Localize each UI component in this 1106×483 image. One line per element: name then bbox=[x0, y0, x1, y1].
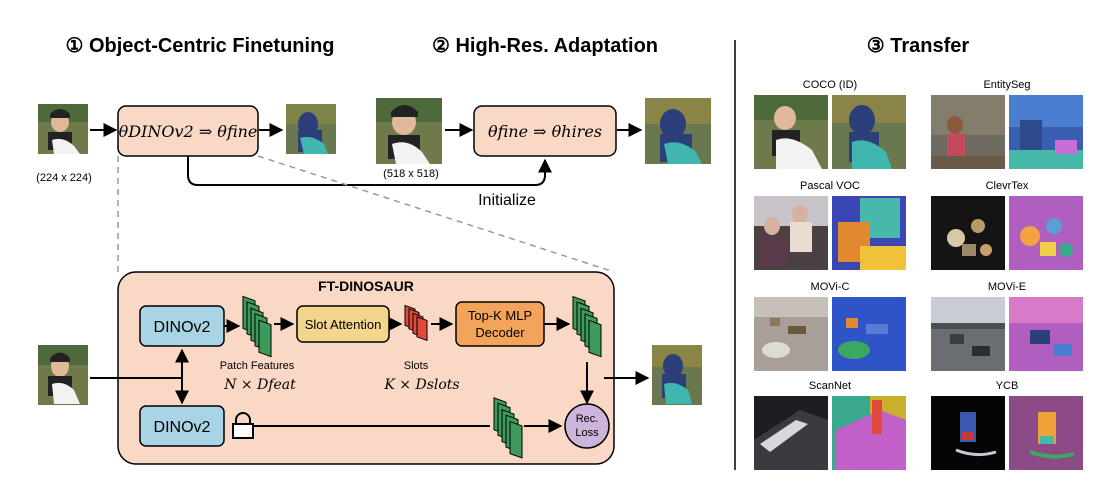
rec-loss-line2: Loss bbox=[575, 427, 599, 439]
rec-loss-line1: Rec. bbox=[576, 413, 599, 425]
stage1-resolution: (224 x 224) bbox=[36, 172, 92, 184]
stage2-equation: θfine ⇒ θhires bbox=[488, 122, 602, 141]
stage2-box bbox=[473, 105, 617, 157]
decoder-label-line1: Top-K MLP bbox=[468, 308, 532, 323]
ft-output-mask bbox=[652, 345, 702, 405]
section-title-transfer: ③ Transfer bbox=[867, 35, 970, 57]
dataset-label-entityseg: EntitySeg bbox=[983, 79, 1030, 91]
dataset-label-ycb: YCB bbox=[996, 380, 1019, 392]
initialize-connector bbox=[187, 156, 552, 186]
clevrtex-image bbox=[931, 196, 1005, 270]
zoom-line-right bbox=[257, 155, 615, 273]
dataset-label-coco: COCO (ID) bbox=[803, 79, 857, 91]
ft-input-image bbox=[38, 345, 88, 405]
slots-dims: K × Dslots bbox=[383, 377, 459, 393]
patch-features-stack bbox=[242, 295, 272, 358]
initialize-label: Initialize bbox=[478, 192, 536, 209]
decoder-label-line2: Decoder bbox=[475, 325, 525, 340]
slots-label: Slots bbox=[404, 360, 429, 372]
patch-features-dims: N × Dfeat bbox=[223, 377, 296, 393]
ft-dinosaur-title: FT-DINOSAUR bbox=[318, 278, 414, 294]
section-title-finetuning: ① Object-Centric Finetuning bbox=[65, 35, 334, 57]
stage1-input-image bbox=[38, 104, 88, 154]
stage2-resolution: (518 x 518) bbox=[383, 168, 439, 180]
dataset-label-pascal: Pascal VOC bbox=[800, 180, 860, 192]
dataset-label-scannet: ScanNet bbox=[809, 380, 851, 392]
dinov2-bottom-box bbox=[139, 405, 225, 447]
stage1-output-mask bbox=[286, 104, 336, 154]
target-features-stack bbox=[493, 397, 523, 459]
rec-loss-node bbox=[564, 403, 610, 449]
dataset-label-movie: MOVi-E bbox=[988, 281, 1026, 293]
dataset-label-clevrtex: ClevrTex bbox=[986, 180, 1029, 192]
dinov2-top-label: DINOv2 bbox=[154, 319, 211, 336]
clevrtex-mask bbox=[1009, 196, 1083, 270]
stage2-input-image bbox=[376, 98, 442, 164]
slot-attention-label: Slot Attention bbox=[305, 317, 382, 332]
lock-icon bbox=[232, 412, 254, 439]
patch-features-label: Patch Features bbox=[220, 360, 295, 372]
section-title-adaptation: ② High-Res. Adaptation bbox=[432, 35, 658, 57]
stage1-equation: θDINOv2 ⇒ θfine bbox=[119, 122, 258, 141]
slots-stack bbox=[404, 304, 428, 342]
dinov2-bottom-label: DINOv2 bbox=[154, 419, 211, 436]
transfer-grid: COCO (ID) EntitySeg Pascal VOC bbox=[754, 79, 1083, 470]
stage2-output-mask bbox=[645, 98, 711, 164]
reconstructed-features-stack bbox=[572, 295, 602, 358]
dataset-label-movic: MOVi-C bbox=[811, 281, 850, 293]
